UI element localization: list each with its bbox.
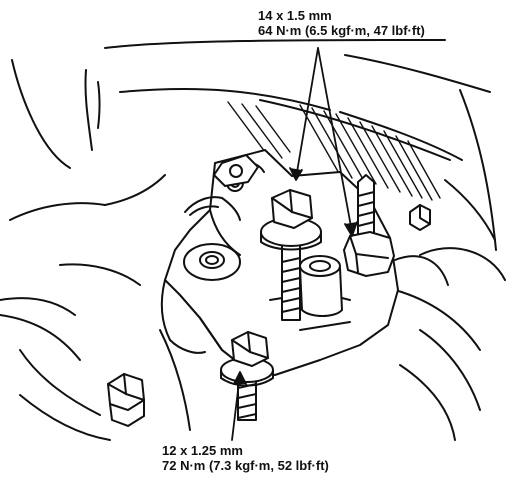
center-nut [299,255,343,317]
upper-center-bolt [260,189,322,321]
background-contours [0,39,497,441]
upper-bolt-spec-label: 14 x 1.5 mm 64 N·m (6.5 kgf·m, 47 lbf·ft… [258,8,425,38]
top-arrow-right-head [344,221,358,237]
lower-bolt-spec-label: 12 x 1.25 mm 72 N·m (7.3 kgf·m, 52 lbf·f… [162,443,329,473]
left-boss [183,243,241,281]
lower-bolt [220,331,274,421]
top-arrow-left [295,47,319,179]
top-arrow-right [317,47,353,233]
lower-bolt-size: 12 x 1.25 mm [162,443,243,458]
upper-bolt-size: 14 x 1.5 mm [258,8,332,23]
lower-bolt-torque: 72 N·m (7.3 kgf·m, 52 lbf·ft) [162,458,329,473]
callout-arrows [231,47,358,441]
upper-bolt-torque: 64 N·m (6.5 kgf·m, 47 lbf·ft) [258,23,425,38]
lower-left-bolt [107,373,145,427]
right-stud [343,174,395,277]
right-housing [394,247,506,286]
bottom-arrow [231,373,241,441]
bottom-arrow-head [233,371,247,385]
top-arrow-left-head [289,167,303,181]
upper-left-bolt [213,154,259,187]
surface-hatching [227,101,441,201]
right-small-bolt [409,204,431,231]
